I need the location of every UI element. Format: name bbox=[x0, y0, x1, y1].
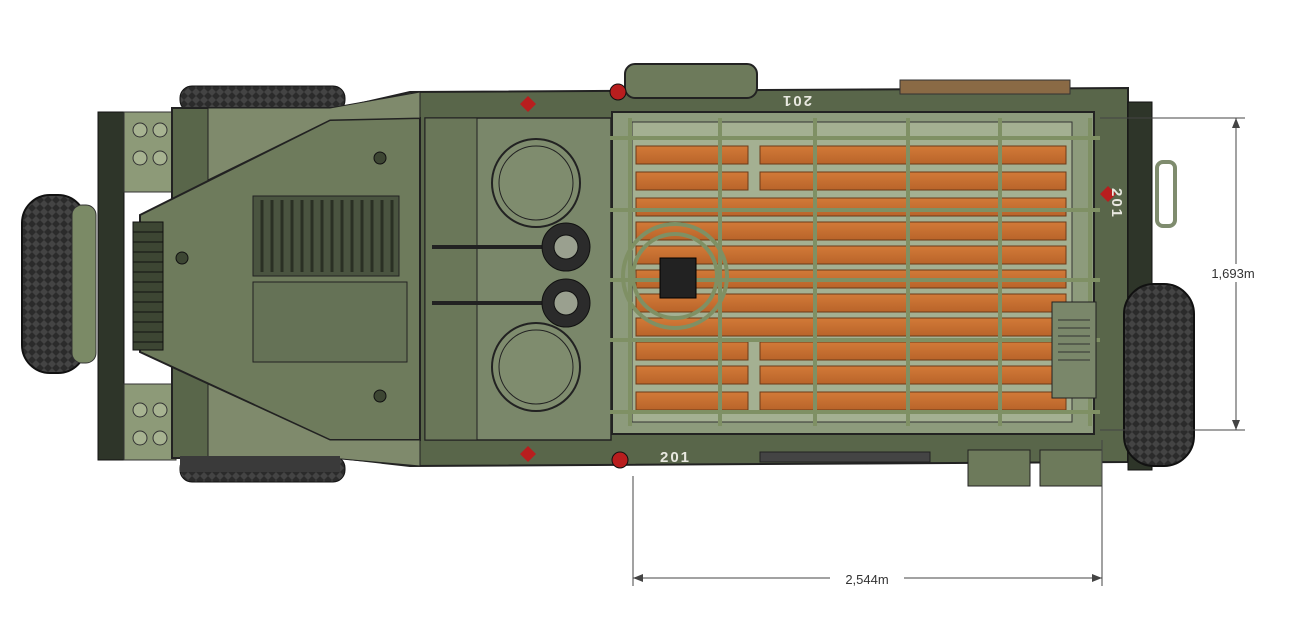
driver-hatches bbox=[491, 138, 581, 412]
rear-wheel bbox=[1123, 101, 1195, 471]
front-spare-wheel bbox=[21, 194, 97, 374]
bottom-stowage bbox=[180, 449, 1103, 487]
hull-number-bottom: 201 bbox=[660, 449, 691, 466]
length-label: 2,544m bbox=[845, 572, 888, 587]
insignia-marks bbox=[520, 96, 1116, 462]
radio-box bbox=[659, 257, 697, 299]
hull-number-rear: 201 bbox=[1108, 188, 1125, 219]
width-label: 1,693m bbox=[1211, 266, 1254, 281]
length-label-bg bbox=[830, 570, 904, 588]
machine-gun-mounts bbox=[432, 222, 591, 328]
hull-number-top: 201 bbox=[781, 92, 812, 109]
front-bumper bbox=[97, 111, 177, 461]
width-label-bg bbox=[1204, 264, 1264, 282]
rear-equipment-box bbox=[1051, 301, 1097, 399]
top-stowage bbox=[609, 63, 1071, 101]
